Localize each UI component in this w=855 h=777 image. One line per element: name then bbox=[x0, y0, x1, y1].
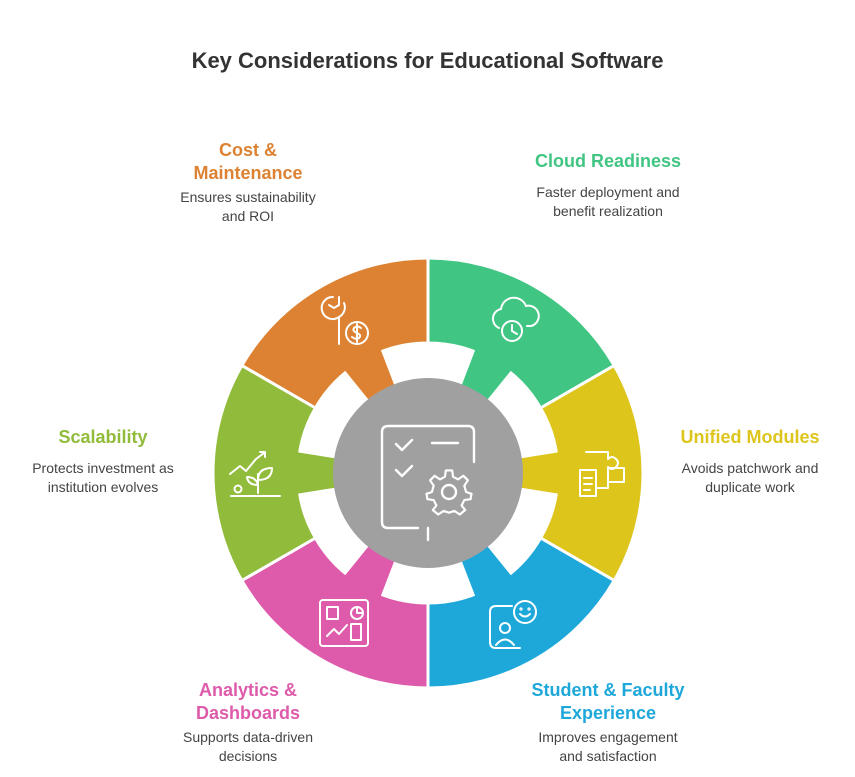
wrench-dollar-icon bbox=[320, 295, 369, 345]
connector-cost bbox=[343, 347, 395, 401]
unified-heading: Unified Modules bbox=[680, 427, 820, 447]
connector-cloud bbox=[461, 347, 513, 401]
cloud-clock-icon bbox=[491, 296, 540, 342]
cost-description: Ensures sustainability and ROI bbox=[180, 189, 316, 224]
connector-unified bbox=[519, 452, 561, 494]
user-smile-icon bbox=[489, 600, 537, 649]
puzzle-document-icon bbox=[579, 451, 625, 497]
connector-student bbox=[461, 545, 513, 599]
dashboard-icon bbox=[319, 599, 369, 647]
analytics-description: Supports data-driven decisions bbox=[183, 729, 313, 764]
label-scalability: Scalability Protects investment as insti… bbox=[0, 426, 208, 497]
connector-scalability bbox=[295, 452, 337, 494]
page-title: Key Considerations for Educational Softw… bbox=[191, 48, 664, 73]
hub-circle bbox=[333, 378, 523, 568]
connector-analytics bbox=[343, 545, 395, 599]
label-analytics: Analytics & Dashboards Supports data-dri… bbox=[143, 679, 353, 766]
student-description: Improves engagement and satisfaction bbox=[538, 729, 678, 764]
cloud-description: Faster deployment and benefit realizatio… bbox=[536, 184, 680, 219]
label-cost: Cost & Maintenance Ensures sustainabilit… bbox=[143, 139, 353, 226]
cloud-heading: Cloud Readiness bbox=[534, 151, 682, 171]
unified-description: Avoids patchwork and duplicate work bbox=[681, 460, 819, 495]
scalability-description: Protects investment as institution evolv… bbox=[32, 460, 174, 495]
cost-heading: Cost & Maintenance bbox=[193, 140, 303, 183]
student-heading: Student & Faculty Experience bbox=[531, 680, 685, 723]
label-cloud: Cloud Readiness Faster deployment and be… bbox=[503, 150, 713, 221]
label-student: Student & Faculty Experience Improves en… bbox=[503, 679, 713, 766]
scalability-heading: Scalability bbox=[58, 427, 148, 447]
label-unified: Unified Modules Avoids patchwork and dup… bbox=[645, 426, 855, 497]
segment-scalability bbox=[211, 363, 318, 583]
analytics-heading: Analytics & Dashboards bbox=[195, 680, 301, 723]
growth-plant-icon bbox=[229, 451, 281, 497]
checklist-gear-icon bbox=[380, 424, 476, 542]
